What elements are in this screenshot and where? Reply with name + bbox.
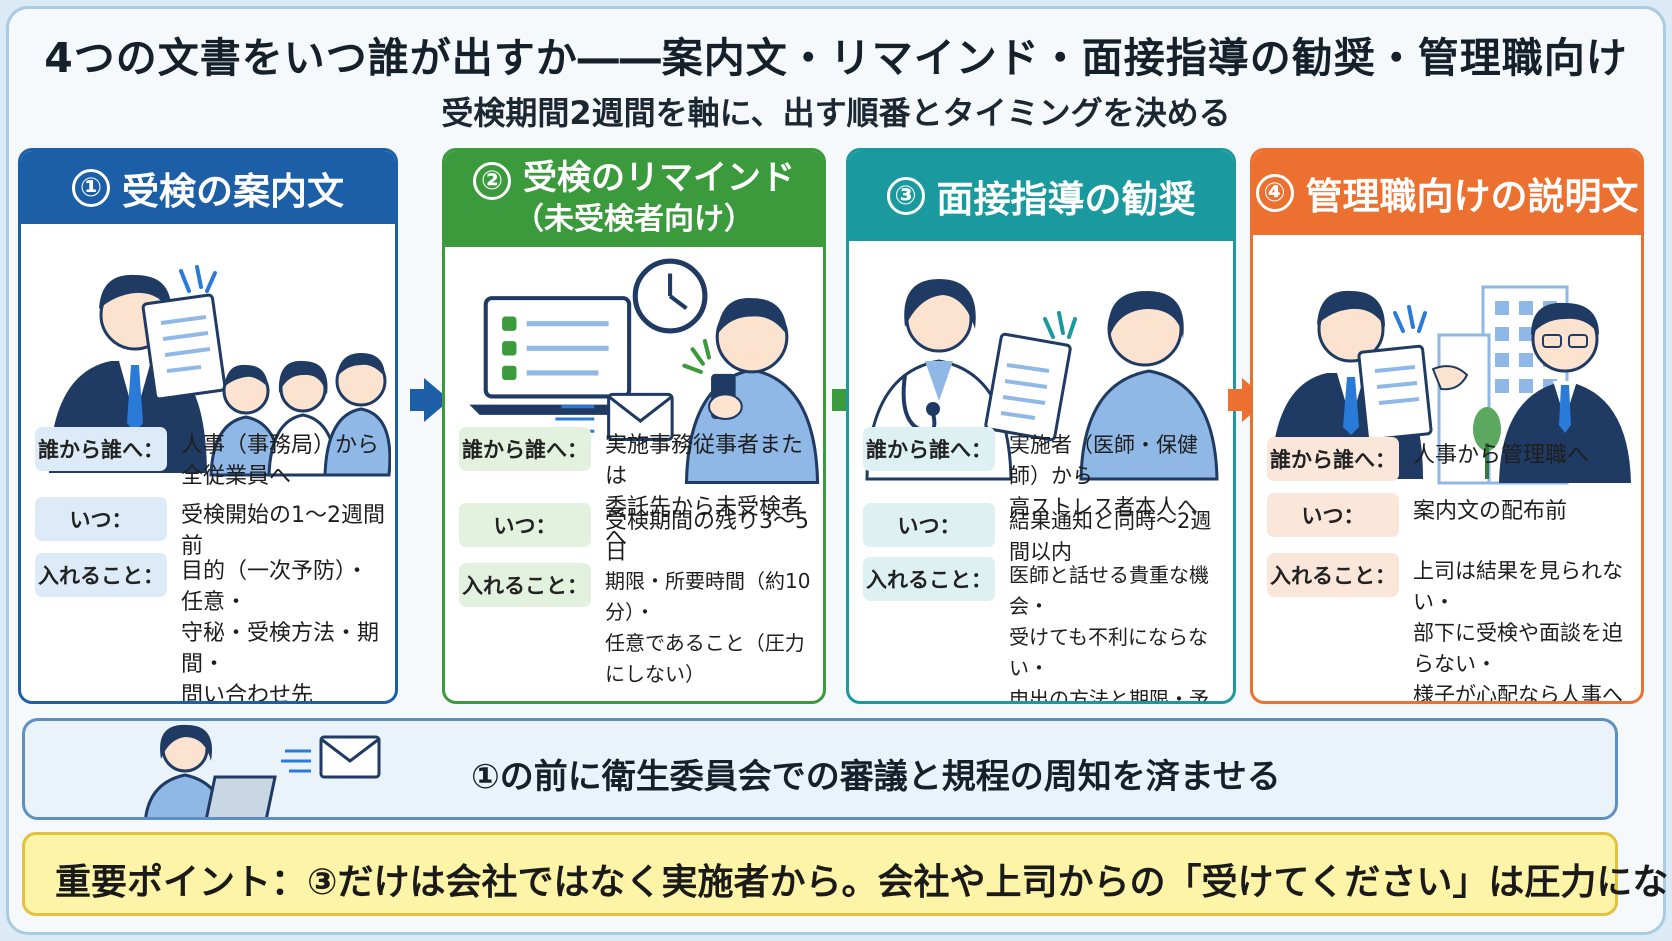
card-reminder: ② 受検のリマインド （未受検者向け） bbox=[442, 148, 826, 704]
row-contents: 入れること： 目的（一次予防）・任意・守秘・受検方法・期間・問い合わせ先 bbox=[35, 553, 385, 704]
document-icon bbox=[984, 332, 1072, 442]
value-contents: 上司は結果を見られない・部下に受検や面談を迫らない・様子が心配なら人事へ bbox=[1413, 559, 1623, 704]
announce-lines-icon bbox=[1043, 311, 1077, 339]
card-title: 管理職向けの説明文 bbox=[1305, 175, 1639, 218]
label-contents: 入れること： bbox=[863, 557, 995, 601]
value-when: 受検開始の1〜2週間前 bbox=[181, 503, 385, 559]
label-when: いつ： bbox=[35, 497, 167, 541]
label-who: 誰から誰へ： bbox=[459, 427, 591, 471]
illustration-staff-laptop bbox=[144, 724, 381, 817]
page-subtitle: 受検期間2週間を軸に、出す順番とタイミングを決める bbox=[441, 94, 1231, 132]
value-who: 実施事務従事者または委託先から未受検者へ bbox=[605, 433, 804, 551]
envelope-icon bbox=[555, 392, 674, 441]
announce-lines-icon bbox=[179, 265, 217, 293]
row-contents: 入れること： 医師と話せる貴重な機会・受けても不利にならない・申出の方法と期限・… bbox=[863, 557, 1223, 704]
value-contents: 医師と話せる貴重な機会・受けても不利にならない・申出の方法と期限・予約窓口 bbox=[1009, 563, 1209, 704]
card-header: ② 受検のリマインド （未受検者向け） bbox=[445, 151, 823, 247]
label-contents: 入れること： bbox=[35, 553, 167, 597]
pre-step-text: ①の前に衛生委員会での審議と規程の周知を済ませる bbox=[471, 757, 1281, 797]
label-who: 誰から誰へ： bbox=[863, 427, 995, 471]
manager-figure bbox=[1431, 302, 1631, 483]
document-icon bbox=[1357, 344, 1433, 442]
key-point-text: 重要ポイント：③だけは会社ではなく実施者から。会社や上司からの「受けてください」… bbox=[55, 862, 1672, 903]
employee-back-figure bbox=[1079, 291, 1219, 481]
employees-group bbox=[209, 353, 391, 477]
row-contents: 入れること： 上司は結果を見られない・部下に受検や面談を迫らない・様子が心配なら… bbox=[1267, 553, 1631, 704]
arrow-stem-2 bbox=[832, 389, 846, 411]
illustration-doctor-to-employee bbox=[865, 279, 1219, 481]
label-contents: 入れること： bbox=[1267, 553, 1399, 597]
step-number: ② bbox=[473, 162, 511, 200]
employee-with-phone bbox=[684, 298, 820, 485]
card-header: ③ 面接指導の勧奨 bbox=[849, 151, 1233, 241]
pre-step-banner: ①の前に衛生委員会での審議と規程の周知を済ませる bbox=[22, 718, 1618, 820]
label-when: いつ： bbox=[459, 503, 591, 547]
value-when: 受検期間の残り3〜5日 bbox=[605, 509, 809, 565]
document-icon bbox=[141, 293, 227, 401]
label-when: いつ： bbox=[1267, 493, 1399, 537]
card-title: 面接指導の勧奨 bbox=[936, 178, 1196, 221]
arrow-stem-1 bbox=[410, 389, 424, 411]
clock-icon bbox=[632, 258, 708, 334]
row-who: 誰から誰へ： 人事（事務局）から全従業員へ bbox=[35, 427, 385, 492]
page-title: 4つの文書をいつ誰が出すか――案内文・リマインド・面接指導の勧奨・管理職向け bbox=[44, 34, 1628, 82]
key-point-banner: 重要ポイント：③だけは会社ではなく実施者から。会社や上司からの「受けてください」… bbox=[22, 832, 1672, 916]
card-title: 受検の案内文 bbox=[122, 169, 344, 213]
illustration-reminder bbox=[469, 258, 820, 485]
value-who: 人事から管理職へ bbox=[1413, 443, 1590, 468]
label-contents: 入れること： bbox=[459, 563, 591, 607]
value-who: 人事（事務局）から全従業員へ bbox=[181, 433, 380, 489]
envelope-icon bbox=[281, 735, 381, 779]
step-number: ③ bbox=[886, 177, 925, 215]
row-who: 誰から誰へ： 実施事務従事者または委託先から未受検者へ bbox=[459, 427, 813, 554]
row-when: いつ： 案内文の配布前 bbox=[1267, 493, 1631, 537]
laptop-checklist-icon bbox=[469, 296, 646, 415]
row-when: いつ： 結果通知と同時〜2週間以内 bbox=[863, 503, 1223, 568]
label-who: 誰から誰へ： bbox=[35, 427, 167, 471]
card-interview-recommendation: ③ 面接指導の勧奨 誰から誰へ： bbox=[846, 148, 1236, 704]
value-contents: 期限・所要時間（約10分）・任意であること（圧力にしない） bbox=[605, 569, 811, 686]
row-who: 誰から誰へ： 実施者（医師・保健師）から高ストレス者本人へ bbox=[863, 427, 1223, 523]
label-who: 誰から誰へ： bbox=[1267, 437, 1399, 481]
step-number: ① bbox=[72, 168, 110, 207]
row-when: いつ： 受検期間の残り3〜5日 bbox=[459, 503, 813, 568]
row-contents: 入れること： 期限・所要時間（約10分）・任意であること（圧力にしない） bbox=[459, 563, 813, 690]
value-contents: 目的（一次予防）・任意・守秘・受検方法・期間・問い合わせ先 bbox=[181, 559, 380, 704]
value-who: 実施者（医師・保健師）から高ストレス者本人へ bbox=[1009, 433, 1198, 519]
illustration-hr-to-manager bbox=[1271, 285, 1631, 485]
card-header: ① 受検の案内文 bbox=[21, 151, 395, 224]
notification-lines-icon bbox=[682, 339, 712, 374]
card-manager-explanation: ④ 管理職向けの説明文 bbox=[1250, 148, 1644, 704]
card-header: ④ 管理職向けの説明文 bbox=[1253, 151, 1641, 235]
label-when: いつ： bbox=[863, 503, 995, 547]
row-who: 誰から誰へ： 人事から管理職へ bbox=[1267, 437, 1631, 481]
announce-lines-icon bbox=[1393, 305, 1427, 333]
card-title-sub: （未受検者向け） bbox=[514, 202, 754, 237]
card-title: 受検のリマインド bbox=[523, 158, 795, 198]
arrow-stem-3 bbox=[1228, 389, 1242, 411]
value-when: 結果通知と同時〜2週間以内 bbox=[1009, 509, 1212, 564]
row-when: いつ： 受検開始の1〜2週間前 bbox=[35, 497, 385, 562]
value-when: 案内文の配布前 bbox=[1413, 499, 1568, 524]
step-number: ④ bbox=[1255, 174, 1294, 212]
card-guide-notice: ① 受検の案内文 bbox=[18, 148, 398, 704]
